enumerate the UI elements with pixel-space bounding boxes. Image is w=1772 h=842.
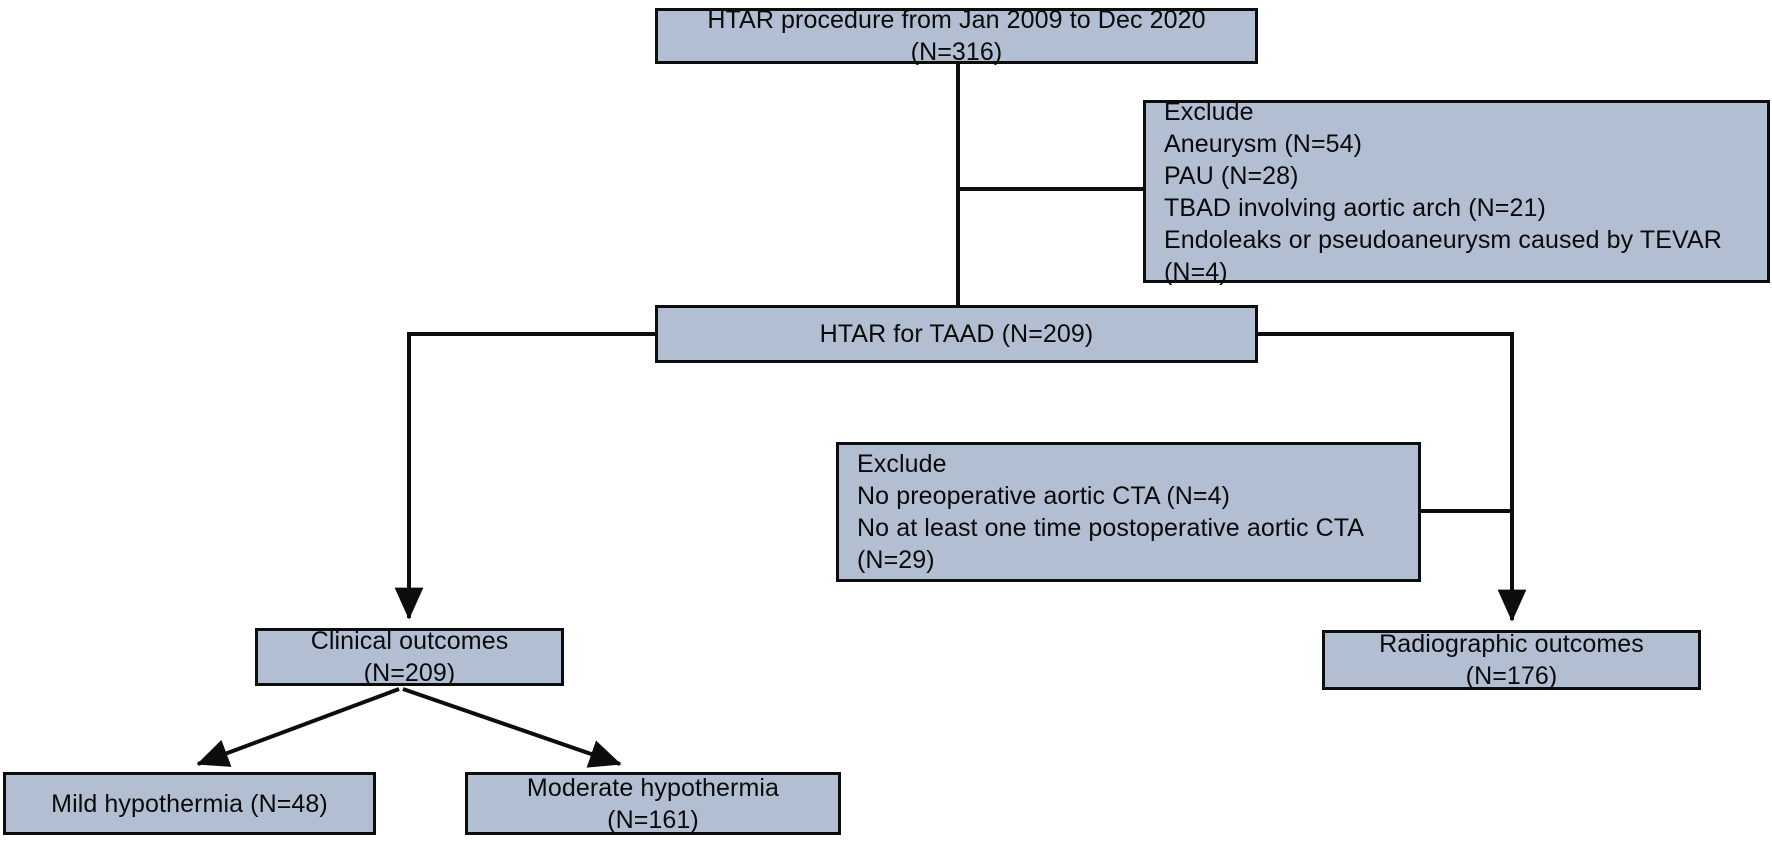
node-mild-hypothermia: Mild hypothermia (N=48) bbox=[3, 772, 376, 835]
edge-cohort-to-clinical bbox=[394, 332, 655, 620]
edge-clinical-to-moderate bbox=[402, 687, 622, 768]
node-cohort-htar-for-taad: HTAR for TAAD (N=209) bbox=[655, 305, 1258, 363]
node-enrollment-label: HTAR procedure from Jan 2009 to Dec 2020… bbox=[707, 6, 1206, 66]
node-clinical-outcomes: Clinical outcomes (N=209) bbox=[255, 627, 564, 687]
node-cohort-htar-for-taad-label: HTAR for TAAD (N=209) bbox=[819, 320, 1094, 348]
edge-clinical-to-mild bbox=[196, 687, 400, 767]
node-radiographic-outcomes-label: Radiographic outcomes (N=176) bbox=[1379, 630, 1644, 690]
node-enrollment: HTAR procedure from Jan 2009 to Dec 2020… bbox=[655, 6, 1258, 66]
node-mild-hypothermia-label: Mild hypothermia (N=48) bbox=[51, 789, 328, 818]
node-moderate-hypothermia-label: Moderate hypothermia (N=161) bbox=[526, 773, 780, 834]
node-moderate-hypothermia: Moderate hypothermia (N=161) bbox=[465, 772, 841, 835]
node-radiographic-outcomes: Radiographic outcomes (N=176) bbox=[1322, 630, 1701, 690]
node-exclude-first-round-label: Exclude Aneurysm (N=54) PAU (N=28) TBAD … bbox=[1164, 97, 1722, 286]
node-exclude-second-round: Exclude No preoperative aortic CTA (N=4)… bbox=[836, 442, 1421, 582]
node-exclude-first-round: Exclude Aneurysm (N=54) PAU (N=28) TBAD … bbox=[1143, 98, 1770, 286]
node-clinical-outcomes-label: Clinical outcomes (N=209) bbox=[310, 627, 509, 687]
node-exclude-second-round-label: Exclude No preoperative aortic CTA (N=4)… bbox=[857, 450, 1363, 574]
